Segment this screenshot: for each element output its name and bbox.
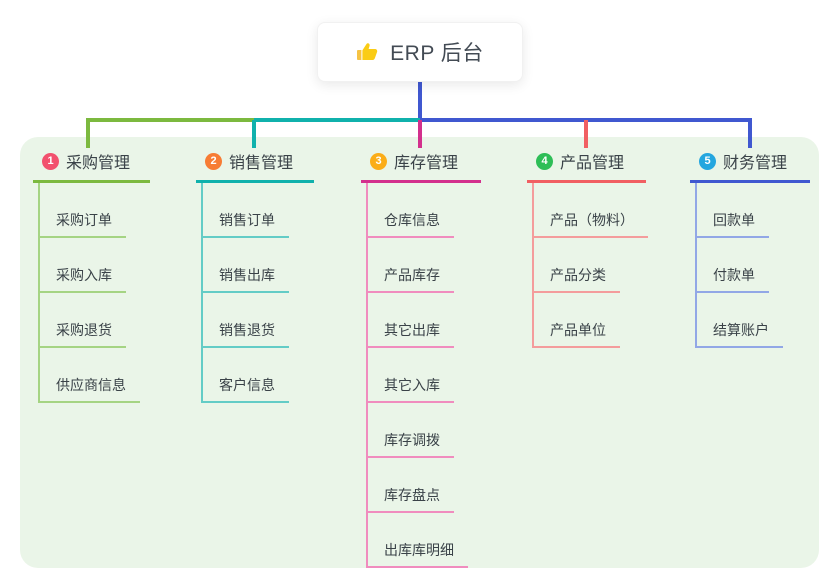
connector-bus-segment-2 <box>254 118 420 122</box>
root-title: ERP 后台 <box>390 42 484 65</box>
child-node[interactable]: 出库库明细 <box>368 513 468 568</box>
child-node-label: 销售出库 <box>219 267 275 283</box>
child-node[interactable]: 产品库存 <box>368 238 454 293</box>
child-node[interactable]: 采购入库 <box>40 238 126 293</box>
child-node-label: 销售退货 <box>219 322 275 338</box>
root-node[interactable]: ERP 后台 <box>317 22 523 82</box>
branch-label: 库存管理 <box>394 155 459 172</box>
branch-children: 销售订单 销售出库 销售退货 客户信息 <box>201 183 314 403</box>
branch-label: 财务管理 <box>723 155 788 172</box>
branch-label: 产品管理 <box>560 155 625 172</box>
child-node[interactable]: 销售订单 <box>203 183 289 238</box>
child-node-label: 采购入库 <box>56 267 112 283</box>
branch-children: 回款单 付款单 结算账户 <box>695 183 810 348</box>
child-node-label: 出库库明细 <box>384 542 454 558</box>
child-node[interactable]: 回款单 <box>697 183 769 238</box>
branch-header[interactable]: 1 采购管理 <box>33 147 150 183</box>
child-node-label: 结算账户 <box>713 322 769 338</box>
child-node-label: 其它出库 <box>384 322 440 338</box>
child-node[interactable]: 客户信息 <box>203 348 289 403</box>
child-node[interactable]: 产品单位 <box>534 293 620 348</box>
child-node[interactable]: 付款单 <box>697 238 769 293</box>
branch-header[interactable]: 3 库存管理 <box>361 147 481 183</box>
child-node-label: 销售订单 <box>219 212 275 228</box>
child-node-label: 采购退货 <box>56 322 112 338</box>
child-node[interactable]: 库存盘点 <box>368 458 454 513</box>
branch-children: 产品（物料） 产品分类 产品单位 <box>532 183 648 348</box>
branch-children: 采购订单 采购入库 采购退货 供应商信息 <box>38 183 150 403</box>
child-node-label: 库存调拨 <box>384 432 440 448</box>
connector-root-line <box>418 82 422 120</box>
branch-2-sales: 2 销售管理 销售订单 销售出库 销售退货 客户信息 <box>196 147 314 403</box>
branch-number-badge: 1 <box>42 152 59 170</box>
child-node[interactable]: 产品分类 <box>534 238 620 293</box>
child-node-label: 付款单 <box>713 267 755 283</box>
child-node-label: 产品单位 <box>550 322 606 338</box>
branch-label: 销售管理 <box>229 155 294 172</box>
child-node-label: 客户信息 <box>219 377 275 393</box>
child-node[interactable]: 其它出库 <box>368 293 454 348</box>
branch-header[interactable]: 2 销售管理 <box>196 147 314 183</box>
branch-4-product: 4 产品管理 产品（物料） 产品分类 产品单位 <box>527 147 648 348</box>
child-node[interactable]: 仓库信息 <box>368 183 454 238</box>
connector-drop-1 <box>86 120 90 148</box>
child-node-label: 回款单 <box>713 212 755 228</box>
thumbs-up-icon <box>357 43 378 60</box>
connector-drop-3 <box>418 120 422 148</box>
branch-children: 仓库信息 产品库存 其它出库 其它入库 库存调拨 库存盘点 出库库明细 <box>366 183 481 568</box>
canvas-panel <box>20 137 819 568</box>
child-node[interactable]: 采购订单 <box>40 183 126 238</box>
child-node-label: 供应商信息 <box>56 377 126 393</box>
branch-number-badge: 2 <box>205 152 222 170</box>
branch-label: 采购管理 <box>66 155 131 172</box>
branch-number-badge: 5 <box>699 152 716 170</box>
connector-drop-2 <box>252 120 256 148</box>
branch-5-finance: 5 财务管理 回款单 付款单 结算账户 <box>690 147 810 348</box>
child-node-label: 仓库信息 <box>384 212 440 228</box>
child-node-label: 产品（物料） <box>550 212 634 228</box>
branch-number-badge: 3 <box>370 152 387 170</box>
branch-header[interactable]: 4 产品管理 <box>527 147 646 183</box>
child-node[interactable]: 采购退货 <box>40 293 126 348</box>
branch-1-purchase: 1 采购管理 采购订单 采购入库 采购退货 供应商信息 <box>33 147 150 403</box>
child-node-label: 产品库存 <box>384 267 440 283</box>
connector-drop-5 <box>748 120 752 148</box>
child-node-label: 其它入库 <box>384 377 440 393</box>
branch-3-inventory: 3 库存管理 仓库信息 产品库存 其它出库 其它入库 库存调拨 库存盘点 出库库… <box>361 147 481 568</box>
child-node[interactable]: 销售退货 <box>203 293 289 348</box>
child-node[interactable]: 产品（物料） <box>534 183 648 238</box>
child-node[interactable]: 结算账户 <box>697 293 783 348</box>
child-node[interactable]: 供应商信息 <box>40 348 140 403</box>
branch-header[interactable]: 5 财务管理 <box>690 147 810 183</box>
child-node-label: 采购订单 <box>56 212 112 228</box>
child-node-label: 库存盘点 <box>384 487 440 503</box>
child-node[interactable]: 其它入库 <box>368 348 454 403</box>
child-node[interactable]: 销售出库 <box>203 238 289 293</box>
connector-bus-segment-1 <box>86 118 254 122</box>
child-node-label: 产品分类 <box>550 267 606 283</box>
branch-number-badge: 4 <box>536 152 553 170</box>
connector-drop-4 <box>584 120 588 148</box>
child-node[interactable]: 库存调拨 <box>368 403 454 458</box>
